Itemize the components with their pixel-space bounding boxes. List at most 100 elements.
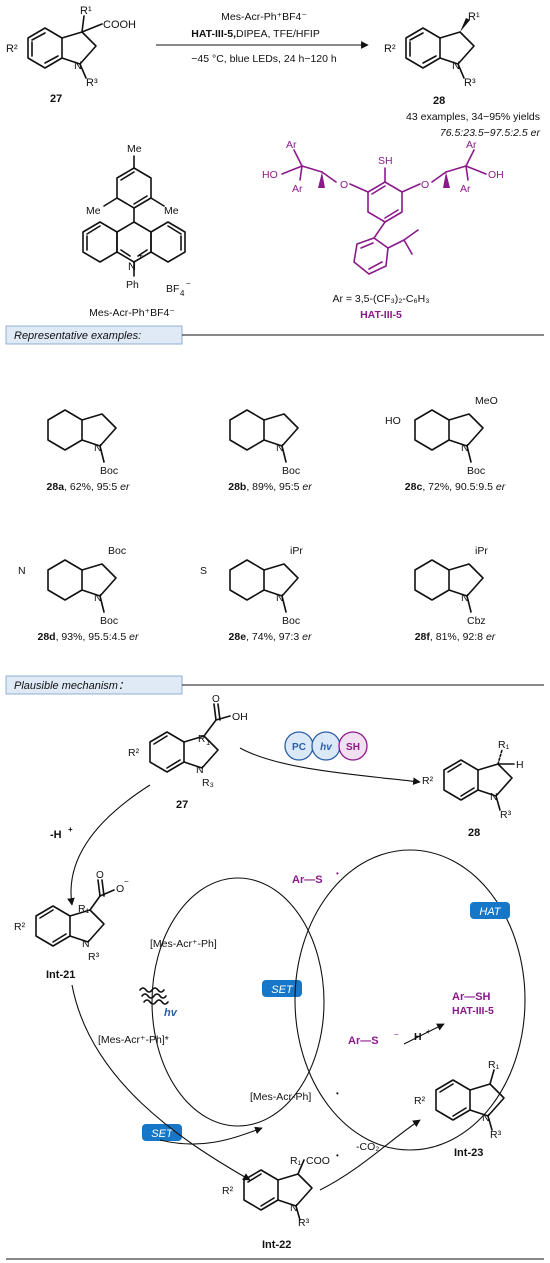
- svg-text:4: 4: [180, 289, 185, 298]
- photo-hat-cycle-icon: PC hv SH: [239, 731, 421, 786]
- example-n-label: N: [461, 592, 469, 604]
- hat-catalyst-label: HAT-III-5: [360, 309, 402, 321]
- svg-text:Int-21: Int-21: [46, 969, 75, 981]
- svg-text:−: −: [394, 1030, 399, 1039]
- svg-text:Ar: Ar: [460, 183, 471, 195]
- svg-text:R³: R³: [298, 1217, 310, 1229]
- svg-text:O: O: [96, 870, 104, 881]
- svg-text:R³: R³: [490, 1129, 502, 1141]
- svg-text:Ph: Ph: [126, 279, 139, 291]
- svg-text:Ar: Ar: [286, 139, 297, 151]
- example-substituent-2: S: [200, 565, 207, 577]
- example-caption: 28b, 89%, 95:5 er: [228, 481, 312, 493]
- svg-text:R²: R²: [128, 747, 140, 759]
- svg-text:N: N: [82, 938, 90, 950]
- example-n-label: N: [276, 442, 284, 454]
- svg-text:R²: R²: [222, 1185, 234, 1197]
- r2-label: R²: [6, 43, 18, 55]
- svg-text:R³: R³: [88, 951, 100, 963]
- light-icon: hv: [139, 987, 178, 1019]
- hat-catalyst-structure: SH O Ar HO Ar O Ar OH Ar Ar = 3,5-(CF₃)₂…: [262, 139, 504, 321]
- svg-text:-H: -H: [50, 829, 62, 841]
- n-label: N: [74, 60, 82, 72]
- example-substituent: iPr: [475, 545, 488, 557]
- scope-summary-1: 43 examples, 34−95% yields: [406, 111, 540, 123]
- example-protecting-group: Boc: [467, 465, 485, 477]
- svg-text:+: +: [68, 825, 73, 834]
- svg-text:SH: SH: [378, 155, 393, 167]
- svg-text:R₃: R₃: [202, 777, 214, 789]
- pc-label: PC: [292, 742, 306, 753]
- scope-summary-2: 76.5:23.5−97.5:2.5 er: [440, 127, 541, 139]
- sh-label: SH: [346, 742, 360, 753]
- mes-acr-ground: [Mes-Acr⁺-Ph]: [150, 938, 217, 950]
- hat-ar-definition: Ar = 3,5-(CF₃)₂-C₆H₃: [332, 293, 429, 305]
- reaction-conditions: −45 °C, blue LEDs, 24 h−120 h: [191, 53, 337, 65]
- svg-text:R₁: R₁: [78, 903, 90, 915]
- svg-text:R₁: R₁: [498, 739, 510, 751]
- svg-text:Ar: Ar: [292, 183, 303, 195]
- svg-text:•: •: [336, 1151, 339, 1160]
- int-21: O O − R₁ N R³ R² Int-21: [14, 870, 129, 981]
- svg-text:R²: R²: [422, 775, 434, 787]
- mech-product-28: R₁ H N R³ R² 28: [422, 739, 524, 839]
- svg-text:hv: hv: [164, 1007, 178, 1019]
- svg-text:Me: Me: [164, 205, 179, 217]
- reagent-base-solvent: DIPEA, TFE/HFIP: [236, 28, 320, 40]
- svg-text:O: O: [116, 883, 124, 895]
- example-caption: 28e, 74%, 97:3 er: [229, 631, 312, 643]
- svg-text:O: O: [212, 694, 220, 705]
- sm-number: 27: [50, 93, 62, 105]
- example-protecting-group: Boc: [100, 465, 118, 477]
- example-caption: 28f, 81%, 92:8 er: [415, 631, 496, 643]
- reagent-photocat: Mes-Acr-Ph⁺BF4⁻: [221, 11, 307, 23]
- starting-material-27: R¹ COOH N R³ R² 27: [6, 5, 136, 105]
- svg-text:-CO₂: -CO₂: [356, 1141, 379, 1153]
- svg-text:O: O: [340, 179, 348, 191]
- svg-text:N: N: [290, 1202, 298, 1214]
- svg-text:R²: R²: [384, 43, 396, 55]
- reaction-arrow-group: Mes-Acr-Ph⁺BF4⁻ HAT-III-5, DIPEA, TFE/HF…: [156, 11, 369, 65]
- example-substituent: Boc: [108, 545, 126, 557]
- svg-text:28: 28: [468, 827, 480, 839]
- photocatalyst-structure: Me Me Me N Ph BF 4 − + Mes-Acr-Ph⁺BF4⁻: [82, 143, 191, 319]
- examples-title: Representative examples:: [14, 330, 141, 342]
- svg-text:N: N: [128, 261, 136, 273]
- svg-text:HO: HO: [262, 169, 278, 181]
- example-substituent-2: HO: [385, 415, 401, 427]
- svg-text:R₁: R₁: [488, 1059, 500, 1071]
- int-22: R₁ COO • N R³ R² Int-22: [222, 1151, 339, 1251]
- svg-text:Int-22: Int-22: [262, 1239, 291, 1251]
- example-substituent: iPr: [290, 545, 303, 557]
- mes-acr-radical: [Mes-Acr-Ph]: [250, 1091, 311, 1103]
- reagent-hat: HAT-III-5,: [191, 28, 236, 40]
- thiyl-radical: Ar—S: [292, 874, 323, 886]
- set-badge-lower: [142, 1124, 182, 1141]
- svg-text:Int-23: Int-23: [454, 1147, 483, 1159]
- svg-text:R³: R³: [500, 809, 512, 821]
- mechanism-title: Plausible mechanism：: [14, 680, 129, 692]
- example-protecting-group: Boc: [100, 615, 118, 627]
- example-caption: 28c, 72%, 90.5:9.5 er: [405, 481, 506, 493]
- svg-text:−: −: [186, 279, 191, 288]
- example-substituent-2: N: [18, 565, 26, 577]
- example-protecting-group: Boc: [282, 615, 300, 627]
- example-n-label: N: [461, 442, 469, 454]
- example-n-label: N: [94, 442, 102, 454]
- svg-text:Me: Me: [127, 143, 142, 155]
- svg-text:R: R: [198, 734, 205, 745]
- svg-text:1: 1: [206, 738, 210, 747]
- svg-text:27: 27: [176, 799, 188, 811]
- mes-acr-excited: [Mes-Acr⁺-Ph]*: [98, 1034, 169, 1046]
- mechanism: O OH R 1 N R₃ R² 27 PC hv SH: [6, 694, 544, 1260]
- svg-text:R₁: R₁: [290, 1155, 302, 1167]
- hat-badge: [470, 902, 510, 919]
- svg-text:OH: OH: [488, 169, 504, 181]
- svg-text:•: •: [336, 869, 339, 878]
- product-number: 28: [433, 95, 445, 107]
